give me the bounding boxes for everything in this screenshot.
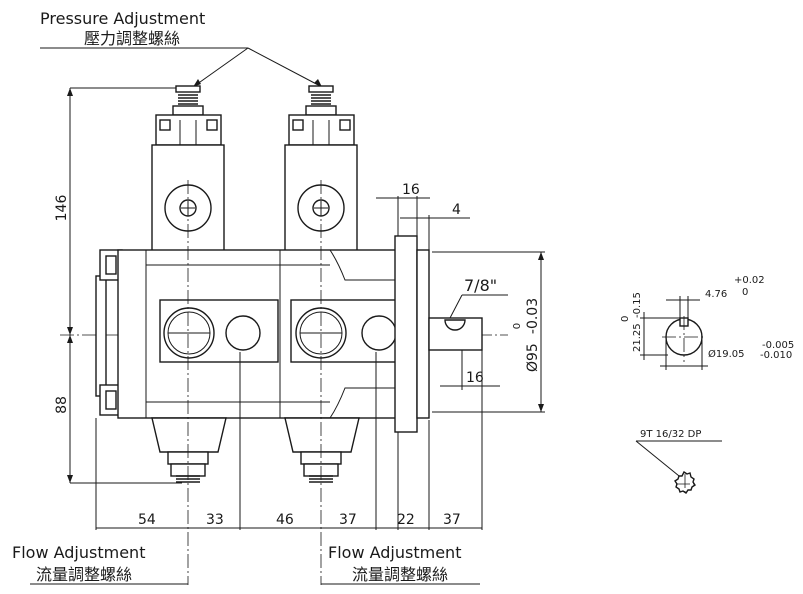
shaft-leader (449, 294, 463, 319)
arrowhead (67, 88, 73, 96)
arrowhead (193, 79, 201, 87)
flow-adjustment-left-label-zh: 流量調整螺絲 (36, 565, 132, 584)
flow-adjustment-left-label-en: Flow Adjustment (12, 543, 145, 562)
spline-leader (635, 440, 685, 481)
shaft-diameter-tol-lower: -0.010 (760, 350, 792, 361)
pressure-adjustment-label-zh: 壓力調整螺絲 (84, 29, 180, 48)
key-height-value: 21.25 (632, 323, 643, 352)
dimension-37-left: 37 (339, 512, 357, 528)
arrowhead (67, 327, 73, 335)
dimension-37-right: 37 (443, 512, 461, 528)
dimension-88: 88 (54, 396, 70, 414)
shaft-diameter-tol-upper: -0.005 (762, 340, 794, 351)
pressure-valve-left (151, 85, 225, 252)
pressure-adjustment-label-en: Pressure Adjustment (40, 9, 205, 28)
pressure-leader-arrow-left (192, 47, 249, 88)
shaft-diameter-value: Ø19.05 (708, 348, 745, 360)
key-height-tol-lower: -0.15 (632, 292, 643, 318)
dimension-dia95-tol-upper: 0 (512, 323, 523, 329)
pump-body (95, 235, 483, 433)
arrowhead (538, 404, 544, 412)
flow-screw-left (151, 417, 227, 483)
arrowhead (314, 79, 322, 87)
flow-adjustment-right-label-en: Flow Adjustment (328, 543, 461, 562)
dimension-146: 146 (54, 195, 70, 222)
dimension-16-shaft: 16 (466, 370, 484, 386)
key-width-tol-upper: +0.02 (734, 275, 765, 286)
dimension-16-top: 16 (402, 182, 420, 198)
arrowhead (67, 335, 73, 343)
dimension-4: 4 (452, 202, 461, 218)
shaft-size-label: 7/8" (464, 276, 497, 295)
pressure-leader-arrow-right (247, 47, 323, 88)
arrowhead (538, 252, 544, 260)
dimension-dia95-tol-lower: -0.03 (525, 298, 541, 334)
keyway-detail (640, 296, 708, 370)
key-height-tol-upper: 0 (620, 316, 631, 322)
dimension-dia95: Ø95 (525, 343, 541, 372)
dimension-33: 33 (206, 512, 224, 528)
spline-gear-icon (674, 470, 696, 494)
dimension-46: 46 (276, 512, 294, 528)
arrowhead (67, 475, 73, 483)
key-width-tol-lower: 0 (742, 287, 748, 298)
dimension-54: 54 (138, 512, 156, 528)
flow-screw-right (284, 417, 360, 483)
spline-spec-label: 9T 16/32 DP (640, 429, 701, 440)
flow-adjustment-right-label-zh: 流量調整螺絲 (352, 565, 448, 584)
dimension-22: 22 (397, 512, 415, 528)
key-width-value: 4.76 (705, 289, 727, 300)
